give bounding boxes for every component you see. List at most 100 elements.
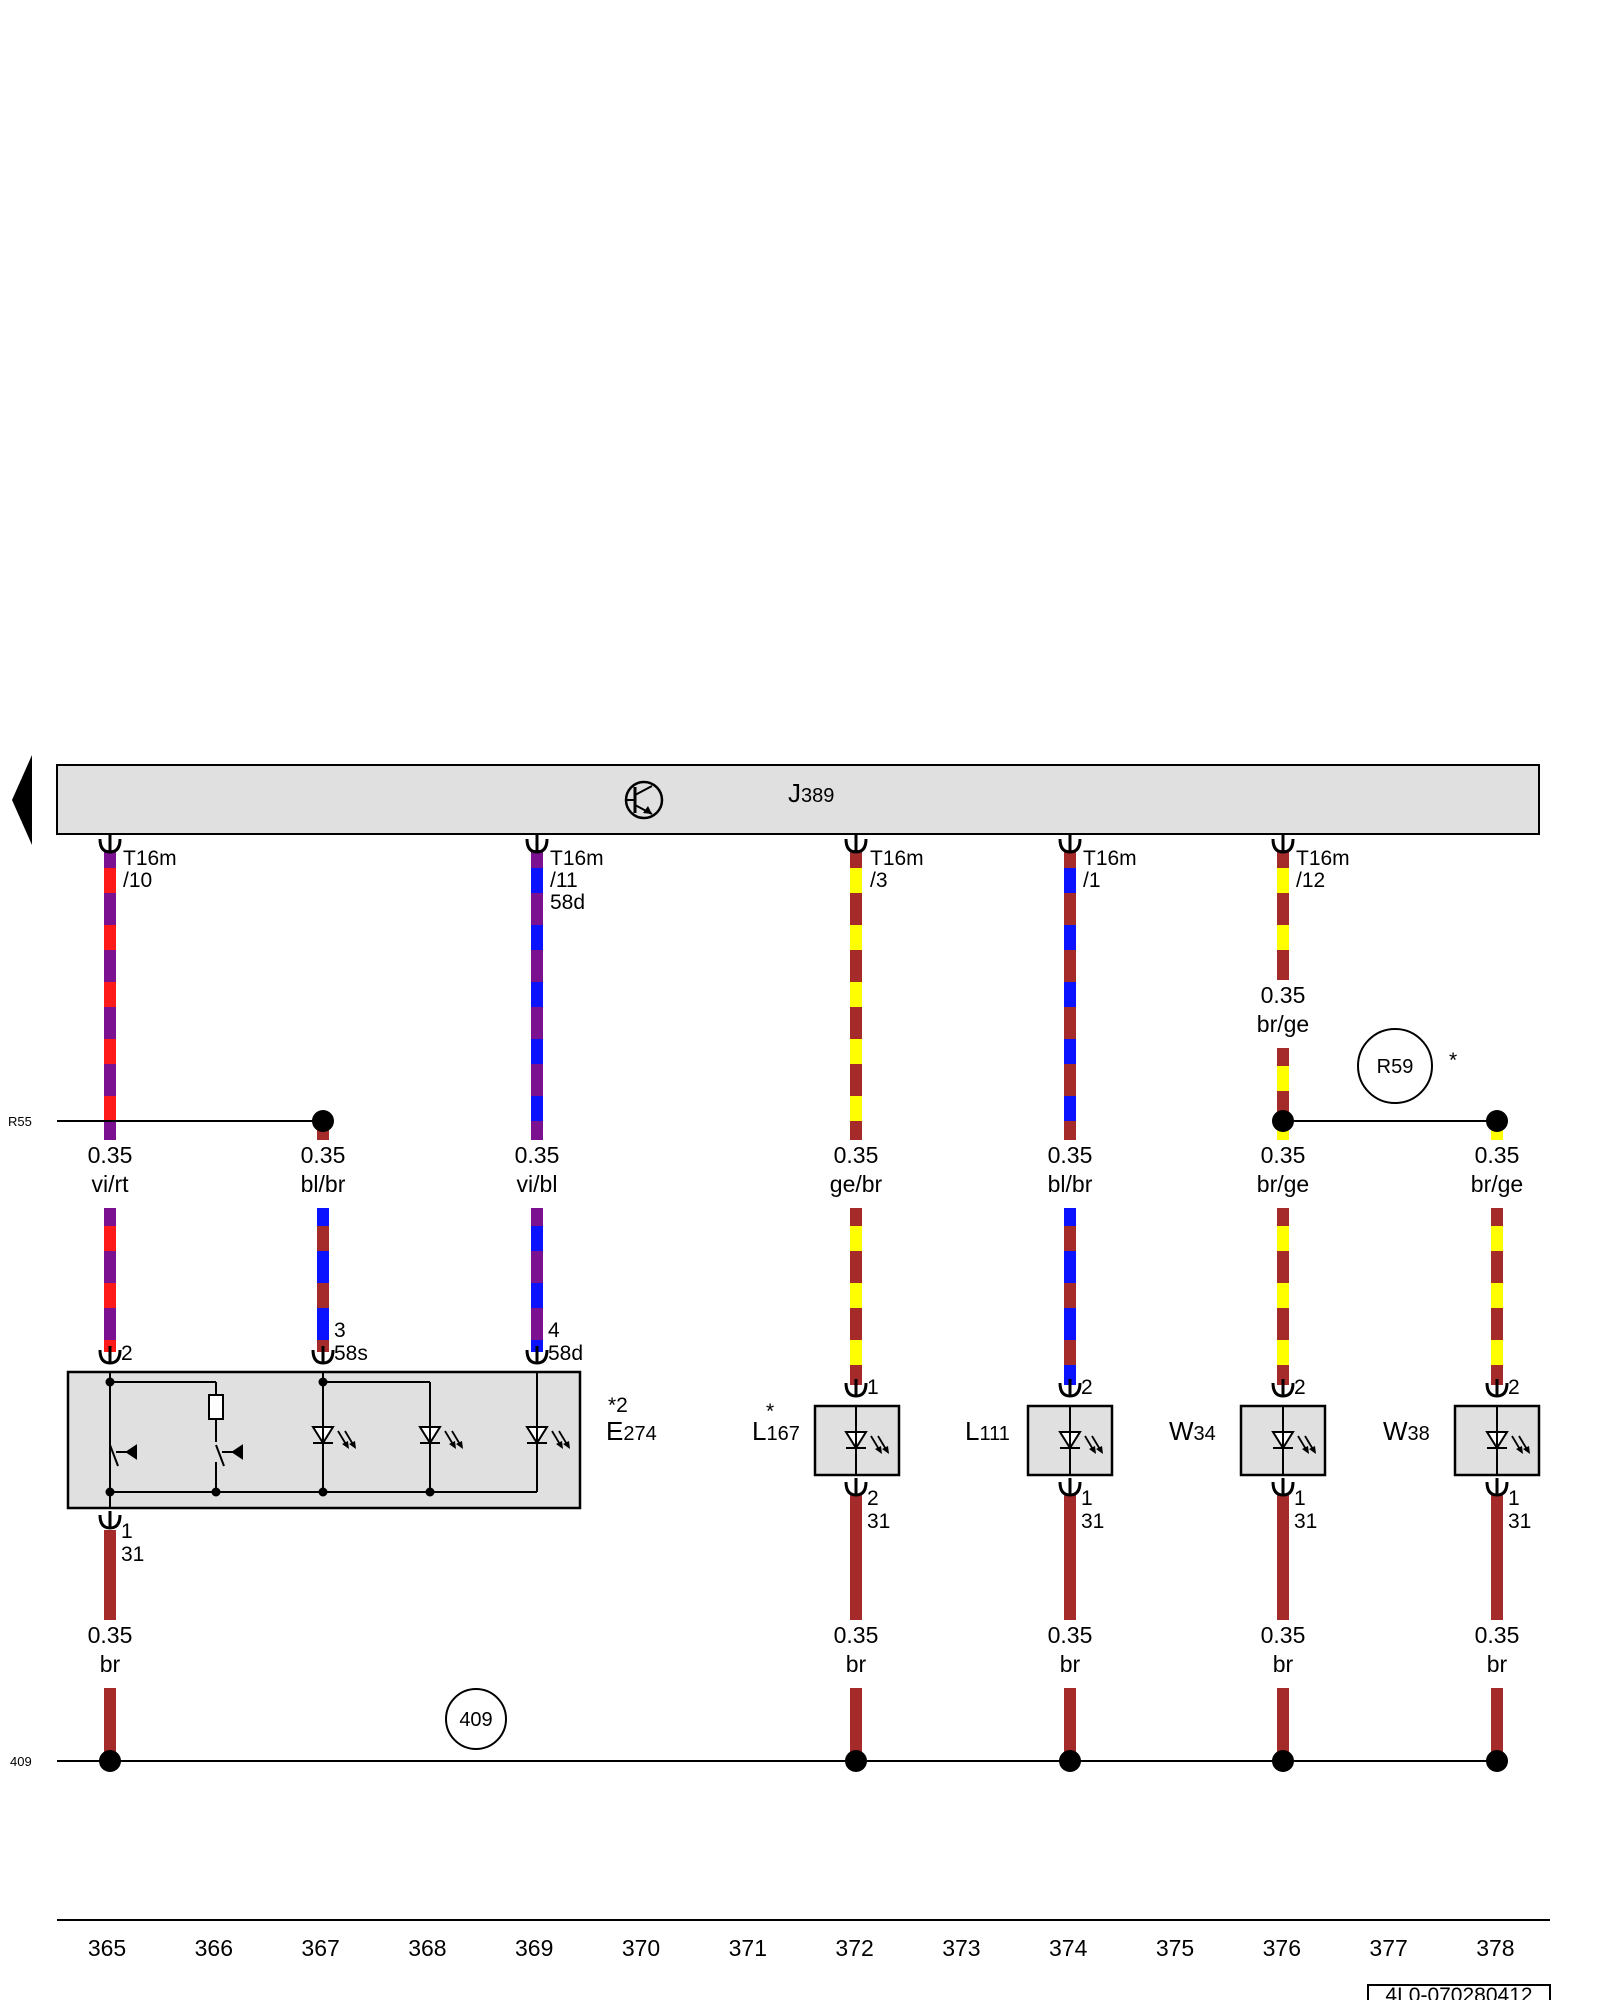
switch-icon-2 xyxy=(215,1444,243,1467)
transistor-icon xyxy=(624,780,664,820)
control-unit-label: J389 xyxy=(788,778,834,808)
ruler-number: 376 xyxy=(1263,1935,1301,1961)
wire-layer xyxy=(104,850,1503,1761)
pin-label-t16m-3: T16m/3 xyxy=(870,847,924,892)
wire-856-ground-lower xyxy=(850,1688,862,1761)
wire-1283-ground-upper xyxy=(1277,1495,1289,1620)
switch-icon-1 xyxy=(109,1444,137,1467)
ruler-number: 374 xyxy=(1049,1935,1088,1961)
e-pin-label-2: 2 xyxy=(121,1342,133,1365)
wire-110-ground-upper xyxy=(104,1530,116,1620)
lamp-label-w38: W38 xyxy=(1383,1416,1430,1446)
ruler-number: 377 xyxy=(1369,1935,1407,1961)
lamp-note-l167: * xyxy=(766,1400,774,1423)
wire-372-mid xyxy=(850,1208,862,1385)
connector-icon-t16m-537 xyxy=(525,835,549,854)
connector-icon-t16m-110 xyxy=(98,835,122,854)
lamp-internal-wiring xyxy=(855,1406,1498,1475)
junction-dots-e274 xyxy=(105,1377,435,1497)
connector-icon-e274-537 xyxy=(525,1346,549,1365)
led-icon-e274-2 xyxy=(418,1421,463,1449)
connector-icon-lamp-bottom-1070 xyxy=(1058,1478,1082,1497)
wire-367-mid xyxy=(317,1208,329,1352)
ref-r59-note: * xyxy=(1449,1049,1457,1072)
wire-372-upper xyxy=(850,850,862,1140)
pin-label-t16m-10: T16m/10 xyxy=(123,847,177,892)
ruler-number: 375 xyxy=(1156,1935,1194,1961)
junction-dot-376 xyxy=(1272,1110,1294,1132)
ground-junction-dots xyxy=(99,1750,1508,1772)
connector-icon-t16m-856 xyxy=(844,835,868,854)
lamp-label-l111: L111 xyxy=(965,1416,1010,1446)
lamp-label-w34: W34 xyxy=(1169,1416,1216,1446)
connector-icon-e274-110 xyxy=(98,1346,122,1365)
ruler-number: 368 xyxy=(408,1935,446,1961)
ruler-number: 369 xyxy=(515,1935,553,1961)
switch-unit-label: E274 xyxy=(606,1416,657,1446)
wire-1070-ground-upper xyxy=(1064,1495,1076,1620)
ruler-number: 373 xyxy=(942,1935,980,1961)
ground-circle-409 xyxy=(445,1688,507,1750)
pin-label-t16m-12: T16m/12 xyxy=(1296,847,1350,892)
connector-icon-lamp-top-1497 xyxy=(1485,1379,1509,1398)
wire-856-ground-upper xyxy=(850,1495,862,1620)
junction-dot-378 xyxy=(1486,1110,1508,1132)
led-icon-lamp-1070 xyxy=(1058,1426,1103,1454)
wire-374-mid xyxy=(1064,1208,1076,1385)
junction-dot-367 xyxy=(312,1110,334,1132)
ruler-number: 378 xyxy=(1476,1935,1514,1961)
connector-icon-e274-323 xyxy=(311,1346,335,1365)
wire-374-upper xyxy=(1064,850,1076,1140)
lamp-pin-l111-top: 2 xyxy=(1081,1376,1093,1399)
left-nav-arrow-icon[interactable] xyxy=(12,755,32,845)
wire-1497-ground-lower xyxy=(1491,1688,1503,1761)
wire-110-ground-lower xyxy=(104,1688,116,1761)
ref-r59-circle xyxy=(1357,1028,1433,1104)
led-icon-lamp-1283 xyxy=(1271,1426,1316,1454)
connector-icon-lamp-top-1070 xyxy=(1058,1379,1082,1398)
connector-icon-t16m-1283 xyxy=(1271,835,1295,854)
control-unit-j389-box xyxy=(56,764,1540,835)
resistor-icon xyxy=(208,1394,224,1420)
ground-circle-409-label: 409 xyxy=(459,1709,492,1731)
lamp-pin-l167-top: 1 xyxy=(867,1376,879,1399)
lamp-pin-w34-top: 2 xyxy=(1294,1376,1306,1399)
led-icon-e274-1 xyxy=(311,1421,356,1449)
connector-icon-t16m-1070 xyxy=(1058,835,1082,854)
connector-icon-lamp-bottom-856 xyxy=(844,1478,868,1497)
ruler-number: 370 xyxy=(622,1935,660,1961)
connector-icon-lamp-top-856 xyxy=(844,1379,868,1398)
ruler-number: 372 xyxy=(835,1935,873,1961)
connector-icon-e274-ground xyxy=(98,1511,122,1530)
doc-id-box xyxy=(1367,1984,1551,2000)
wire-378-mid xyxy=(1491,1208,1503,1385)
wire-365-mid xyxy=(104,1208,116,1352)
wire-365-upper xyxy=(104,850,116,1140)
symbol-layer xyxy=(98,835,1530,1530)
ruler-number: 365 xyxy=(88,1935,126,1961)
ruler-number: 367 xyxy=(301,1935,339,1961)
pin-label-t16m-1: T16m/1 xyxy=(1083,847,1137,892)
wire-1283-ground-lower xyxy=(1277,1688,1289,1761)
connector-icon-lamp-bottom-1497 xyxy=(1485,1478,1509,1497)
connector-icon-lamp-top-1283 xyxy=(1271,1379,1295,1398)
led-icon-e274-3 xyxy=(525,1421,570,1449)
wire-376-top xyxy=(1277,850,1289,980)
